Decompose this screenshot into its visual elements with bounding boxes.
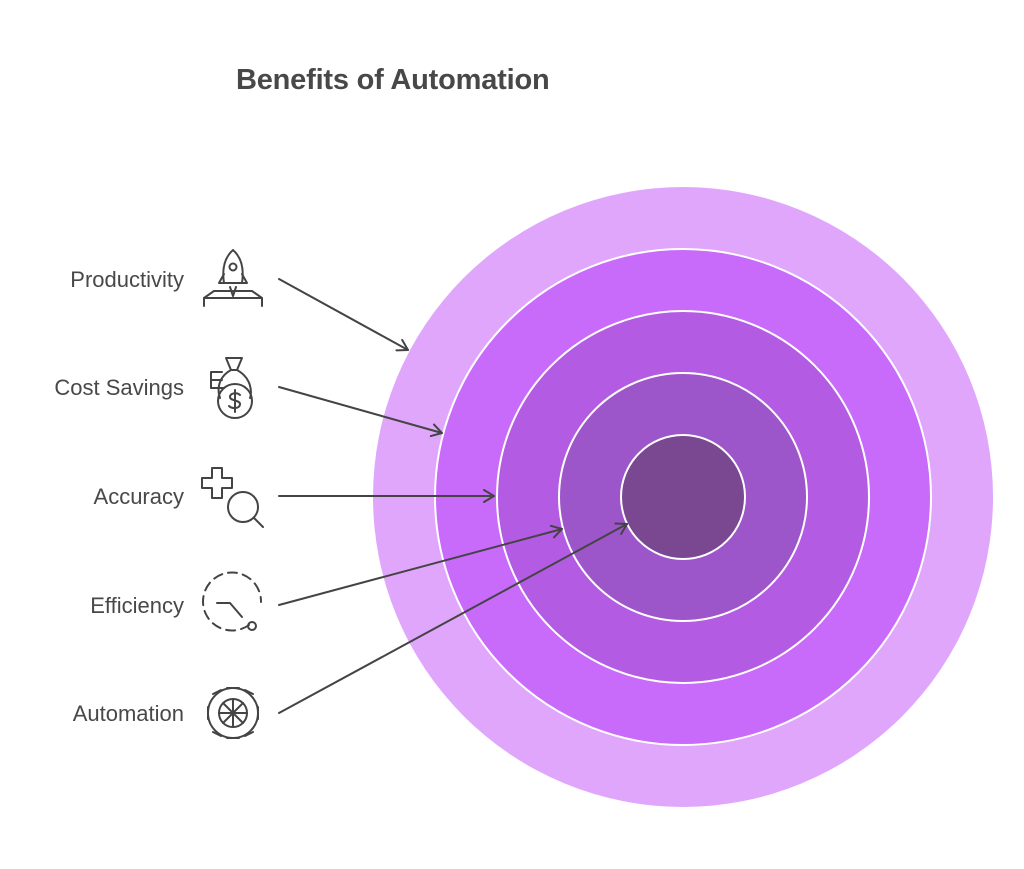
arrow-automation: [278, 522, 628, 714]
label-efficiency: Efficiency: [90, 593, 184, 618]
label-cost-savings: Cost Savings: [54, 375, 184, 400]
label-productivity: Productivity: [70, 267, 184, 292]
arrow-efficiency: [278, 524, 563, 606]
stopwatch-icon: [202, 571, 263, 632]
diagram-title: Benefits of Automation: [236, 64, 550, 96]
rocket-launch-icon: [203, 249, 263, 307]
arrow-cost-savings: [278, 386, 443, 438]
money-bag-icon: [210, 357, 253, 419]
gear-icon: [207, 687, 259, 739]
plus-magnifier-icon: [201, 467, 264, 528]
arrow-productivity: [278, 278, 409, 352]
ring-automation: [620, 434, 746, 560]
label-automation: Automation: [72, 701, 184, 726]
label-accuracy: Accuracy: [93, 484, 184, 509]
